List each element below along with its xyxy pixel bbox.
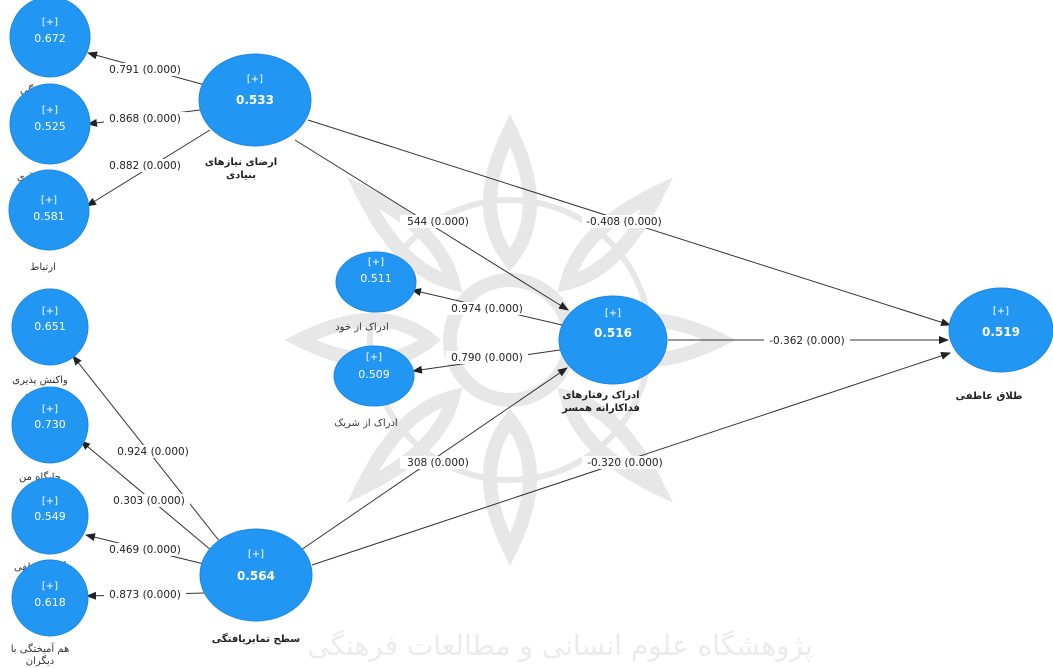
node-value: 0.516 [594, 326, 632, 340]
node-label: هم آمیختگی با [11, 642, 70, 655]
node-competence[interactable]: [+] 0.672 شایستگی [9, 0, 91, 96]
node-label: سطح تمایزیافتگی [212, 632, 301, 645]
expand-toggle[interactable]: [+] [247, 74, 263, 85]
expand-toggle[interactable]: [+] [368, 257, 384, 268]
node-basic-needs-satisfaction[interactable]: [+] 0.533 ارضای نیازهای بنیادی [198, 53, 312, 181]
node-self-perception[interactable]: [+] 0.511 ادراک از خود [335, 251, 417, 333]
edge-label-diff-iposition: 0.303 (0.000) [113, 495, 185, 507]
expand-toggle[interactable]: [+] [42, 581, 58, 592]
edge-label-diff-cutoff: 0.469 (0.000) [109, 544, 181, 556]
edge-label-sac-divorce: -0.362 (0.000) [769, 335, 844, 347]
expand-toggle[interactable]: [+] [42, 306, 58, 317]
node-value: 0.730 [34, 418, 66, 431]
node-autonomy[interactable]: [+] 0.525 خودمختاری [9, 83, 91, 183]
node-label: فداکارانه همسر [561, 403, 640, 414]
expand-toggle[interactable]: [+] [605, 308, 621, 319]
edge-label-sat-relatedness: 0.882 (0.000) [109, 160, 181, 172]
node-emotional-cutoff[interactable]: [+] 0.549 گریز عاطفی [11, 477, 89, 573]
node-value: 0.581 [33, 210, 65, 223]
expand-toggle[interactable]: [+] [993, 306, 1009, 317]
node-value: 0.511 [360, 272, 392, 285]
edge-label-sac-self: 0.974 (0.000) [451, 303, 523, 315]
node-differentiation-level[interactable]: [+] 0.564 سطح تمایزیافتگی [199, 528, 313, 645]
node-emotional-divorce[interactable]: [+] 0.519 طلاق عاطفی [948, 287, 1053, 402]
node-value: 0.672 [34, 32, 66, 45]
node-i-position[interactable]: [+] 0.730 جایگاه من [11, 386, 89, 483]
edge-label-sat-sacrifice: 544 (0.000) [407, 216, 469, 228]
node-value: 0.564 [237, 569, 275, 583]
node-value: 0.549 [34, 510, 66, 523]
node-relatedness[interactable]: [+] 0.581 ارتباط [8, 169, 90, 273]
watermark-text: پژوهشگاه علوم انسانی و مطالعات فرهنگی [307, 629, 812, 662]
expand-toggle[interactable]: [+] [42, 404, 58, 415]
node-value: 0.618 [34, 596, 66, 609]
node-value: 0.533 [236, 93, 274, 107]
edge-label-sat-autonomy: 0.868 (0.000) [109, 113, 181, 125]
node-label: ادراک از خود [335, 322, 389, 333]
expand-toggle[interactable]: [+] [42, 105, 58, 116]
node-perceived-sacrifice[interactable]: [+] 0.516 ادراک رفتارهای فداکارانه همسر [558, 295, 668, 414]
node-label: دیگران [26, 655, 54, 667]
edge-label-sat-divorce: -0.408 (0.000) [586, 216, 661, 228]
expand-toggle[interactable]: [+] [42, 17, 58, 28]
expand-toggle[interactable]: [+] [366, 352, 382, 363]
nodes: [+] 0.533 ارضای نیازهای بنیادی [+] 0.672… [8, 0, 1053, 667]
edge-label-sac-partner: 0.790 (0.000) [451, 352, 523, 364]
node-label: واکنش پذیری [12, 375, 68, 386]
expand-toggle[interactable]: [+] [42, 496, 58, 507]
edge-label-diff-sacrifice: 308 (0.000) [407, 457, 469, 469]
edge-label-diff-divorce: -0.320 (0.000) [587, 457, 662, 469]
node-value: 0.519 [982, 325, 1020, 339]
edge-labels: 0.791 (0.000) 0.868 (0.000) 0.882 (0.000… [104, 63, 850, 601]
node-value: 0.525 [34, 120, 66, 133]
node-label: ارتباط [30, 262, 56, 273]
node-label: ادراک از شریک [334, 418, 397, 429]
node-value: 0.509 [358, 368, 390, 381]
node-label: ارضای نیازهای [205, 157, 277, 168]
node-emotional-reactivity[interactable]: [+] 0.651 واکنش پذیری عاطفی [11, 288, 89, 399]
node-fusion-with-others[interactable]: [+] 0.618 هم آمیختگی با دیگران [11, 559, 89, 667]
node-partner-perception[interactable]: [+] 0.509 ادراک از شریک [333, 345, 415, 429]
edge-label-sat-competence: 0.791 (0.000) [109, 64, 181, 76]
node-label: ادراک رفتارهای [562, 390, 639, 401]
edge-label-diff-fusion: 0.873 (0.000) [109, 589, 181, 601]
node-value: 0.651 [34, 320, 66, 333]
expand-toggle[interactable]: [+] [248, 549, 264, 560]
node-label: طلاق عاطفی [956, 391, 1023, 402]
edge-label-diff-reactivity: 0.924 (0.000) [117, 446, 189, 458]
node-label: بنیادی [226, 170, 256, 181]
expand-toggle[interactable]: [+] [41, 195, 57, 206]
